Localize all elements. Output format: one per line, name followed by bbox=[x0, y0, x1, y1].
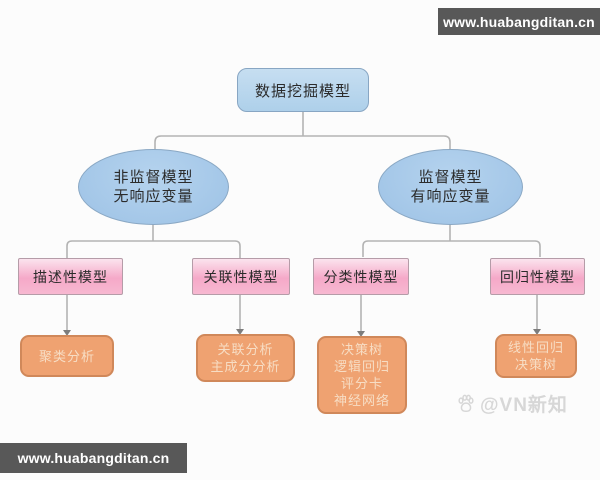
method-line: 决策树 bbox=[340, 342, 383, 357]
method-line: 聚类分析 bbox=[38, 348, 95, 364]
model-label: 分类性模型 bbox=[323, 268, 399, 285]
node-model-association: 关联性模型 bbox=[192, 258, 290, 295]
watermark-bar-bottom: www.huabangditan.cn bbox=[0, 443, 187, 473]
method-line: 主成分分析 bbox=[210, 359, 281, 374]
node-methods-association: 关联分析 主成分分析 bbox=[196, 334, 295, 382]
credit-watermark: @VN新知 bbox=[456, 390, 568, 417]
watermark-url: www.huabangditan.cn bbox=[443, 13, 595, 30]
node-methods-regression: 线性回归 决策树 bbox=[495, 334, 577, 378]
method-line: 决策树 bbox=[514, 357, 557, 372]
method-line: 线性回归 bbox=[507, 340, 564, 355]
method-line: 关联分析 bbox=[217, 342, 274, 357]
method-line: 神经网络 bbox=[333, 393, 390, 408]
model-label: 关联性模型 bbox=[203, 268, 279, 285]
watermark-bar-top: www.huabangditan.cn bbox=[438, 8, 600, 35]
node-root: 数据挖掘模型 bbox=[237, 68, 369, 112]
node-branch-unsupervised: 非监督模型 无响应变量 bbox=[78, 149, 229, 225]
branch-label-line1: 监督模型 bbox=[418, 169, 483, 186]
watermark-url: www.huabangditan.cn bbox=[17, 450, 170, 466]
node-root-label: 数据挖掘模型 bbox=[254, 82, 351, 100]
branch-label-line2: 有响应变量 bbox=[410, 188, 491, 205]
node-methods-classification: 决策树 逻辑回归 评分卡 神经网络 bbox=[317, 336, 407, 414]
branch-label-line1: 非监督模型 bbox=[113, 169, 194, 186]
paw-icon bbox=[458, 394, 474, 412]
method-line: 评分卡 bbox=[340, 376, 383, 391]
node-branch-supervised: 监督模型 有响应变量 bbox=[378, 149, 523, 225]
node-model-classification: 分类性模型 bbox=[313, 258, 409, 295]
model-label: 回归性模型 bbox=[500, 268, 575, 285]
node-methods-clustering: 聚类分析 bbox=[20, 335, 114, 377]
node-model-regression: 回归性模型 bbox=[490, 258, 585, 295]
branch-label-line2: 无响应变量 bbox=[113, 188, 194, 205]
model-label: 描述性模型 bbox=[33, 268, 108, 285]
node-model-descriptive: 描述性模型 bbox=[18, 258, 123, 295]
method-line: 逻辑回归 bbox=[333, 359, 390, 374]
credit-label: @VN新知 bbox=[480, 395, 568, 416]
